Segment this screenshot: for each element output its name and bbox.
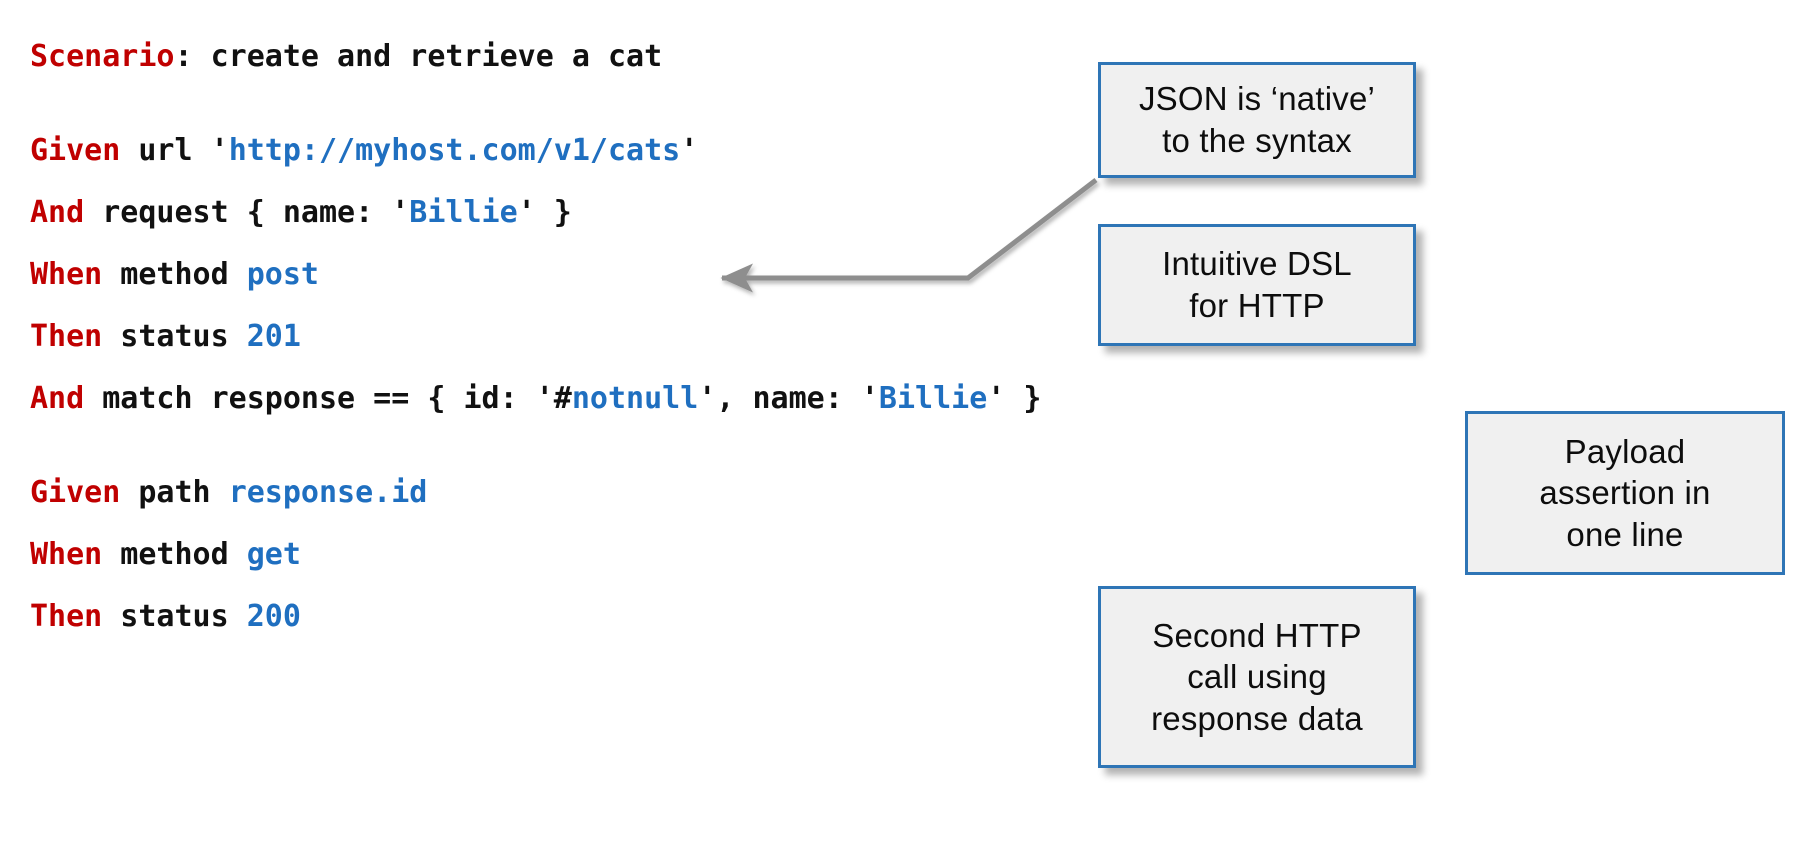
code-segment-and-match-response-2: notnull [571, 381, 699, 416]
callout-json-native: JSON is ‘native’ to the syntax [1098, 62, 1416, 178]
code-segment-and-match-response-5: ' } [987, 381, 1042, 416]
code-segment-given-path-0: Given [30, 475, 121, 510]
code-line-and-request: And request { name: 'Billie' } [30, 182, 1330, 244]
code-line-and-match-response: And match response == { id: '#notnull', … [30, 368, 1330, 430]
code-segment-when-method-get-0: When [30, 537, 103, 572]
code-line-when-method-post: When method post [30, 244, 1330, 306]
code-segment-scenario-0: Scenario [30, 39, 175, 74]
callout-second-http: Second HTTP call using response data [1098, 586, 1416, 768]
code-segment-given-url-0: Given [30, 133, 121, 168]
code-segment-when-method-get-1: method [102, 537, 247, 572]
code-segment-given-url-1: url ' [120, 133, 229, 168]
code-segment-and-request-1: request { name: ' [84, 195, 410, 230]
callout-payload-assertion: Payload assertion in one line [1465, 411, 1785, 575]
code-segment-scenario-1: : create and retrieve a cat [174, 39, 663, 74]
code-segment-then-status-201-1: status [102, 319, 247, 354]
code-line-given-url: Given url 'http://myhost.com/v1/cats' [30, 120, 1330, 182]
callout-intuitive-dsl-text: Intuitive DSL for HTTP [1162, 245, 1352, 324]
code-segment-then-status-201-0: Then [30, 319, 103, 354]
code-line-blank-2 [30, 430, 1330, 462]
code-segment-and-request-3: ' } [517, 195, 572, 230]
callout-intuitive-dsl: Intuitive DSL for HTTP [1098, 224, 1416, 346]
code-segment-then-status-200-0: Then [30, 599, 103, 634]
code-segment-when-method-post-2: post [246, 257, 319, 292]
code-segment-and-match-response-0: And [30, 381, 85, 416]
code-segment-then-status-200-1: status [102, 599, 247, 634]
code-segment-and-match-response-1: match response == { id: '# [84, 381, 572, 416]
callout-payload-assertion-text: Payload assertion in one line [1539, 432, 1711, 553]
code-line-then-status-201: Then status 201 [30, 306, 1330, 368]
code-segment-when-method-post-1: method [102, 257, 247, 292]
code-segment-and-request-0: And [30, 195, 85, 230]
code-line-then-status-200: Then status 200 [30, 586, 1330, 648]
code-line-given-path: Given path response.id [30, 462, 1330, 524]
code-segment-given-path-2: response.id [228, 475, 428, 510]
code-segment-and-match-response-3: ', name: ' [698, 381, 879, 416]
code-line-when-method-get: When method get [30, 524, 1330, 586]
code-segment-when-method-get-2: get [246, 537, 301, 572]
code-segment-and-match-response-4: Billie [878, 381, 988, 416]
code-segment-and-request-2: Billie [409, 195, 518, 230]
code-segment-when-method-post-0: When [30, 257, 103, 292]
code-segment-given-path-1: path [120, 475, 229, 510]
code-segment-then-status-201-2: 201 [246, 319, 301, 354]
callout-json-native-text: JSON is ‘native’ to the syntax [1138, 80, 1376, 159]
code-segment-then-status-200-2: 200 [246, 599, 301, 634]
callout-second-http-text: Second HTTP call using response data [1151, 616, 1363, 737]
code-line-scenario: Scenario: create and retrieve a cat [30, 26, 1330, 88]
code-segment-given-url-3: ' [680, 133, 699, 168]
code-segment-given-url-2: http://myhost.com/v1/cats [228, 133, 681, 168]
